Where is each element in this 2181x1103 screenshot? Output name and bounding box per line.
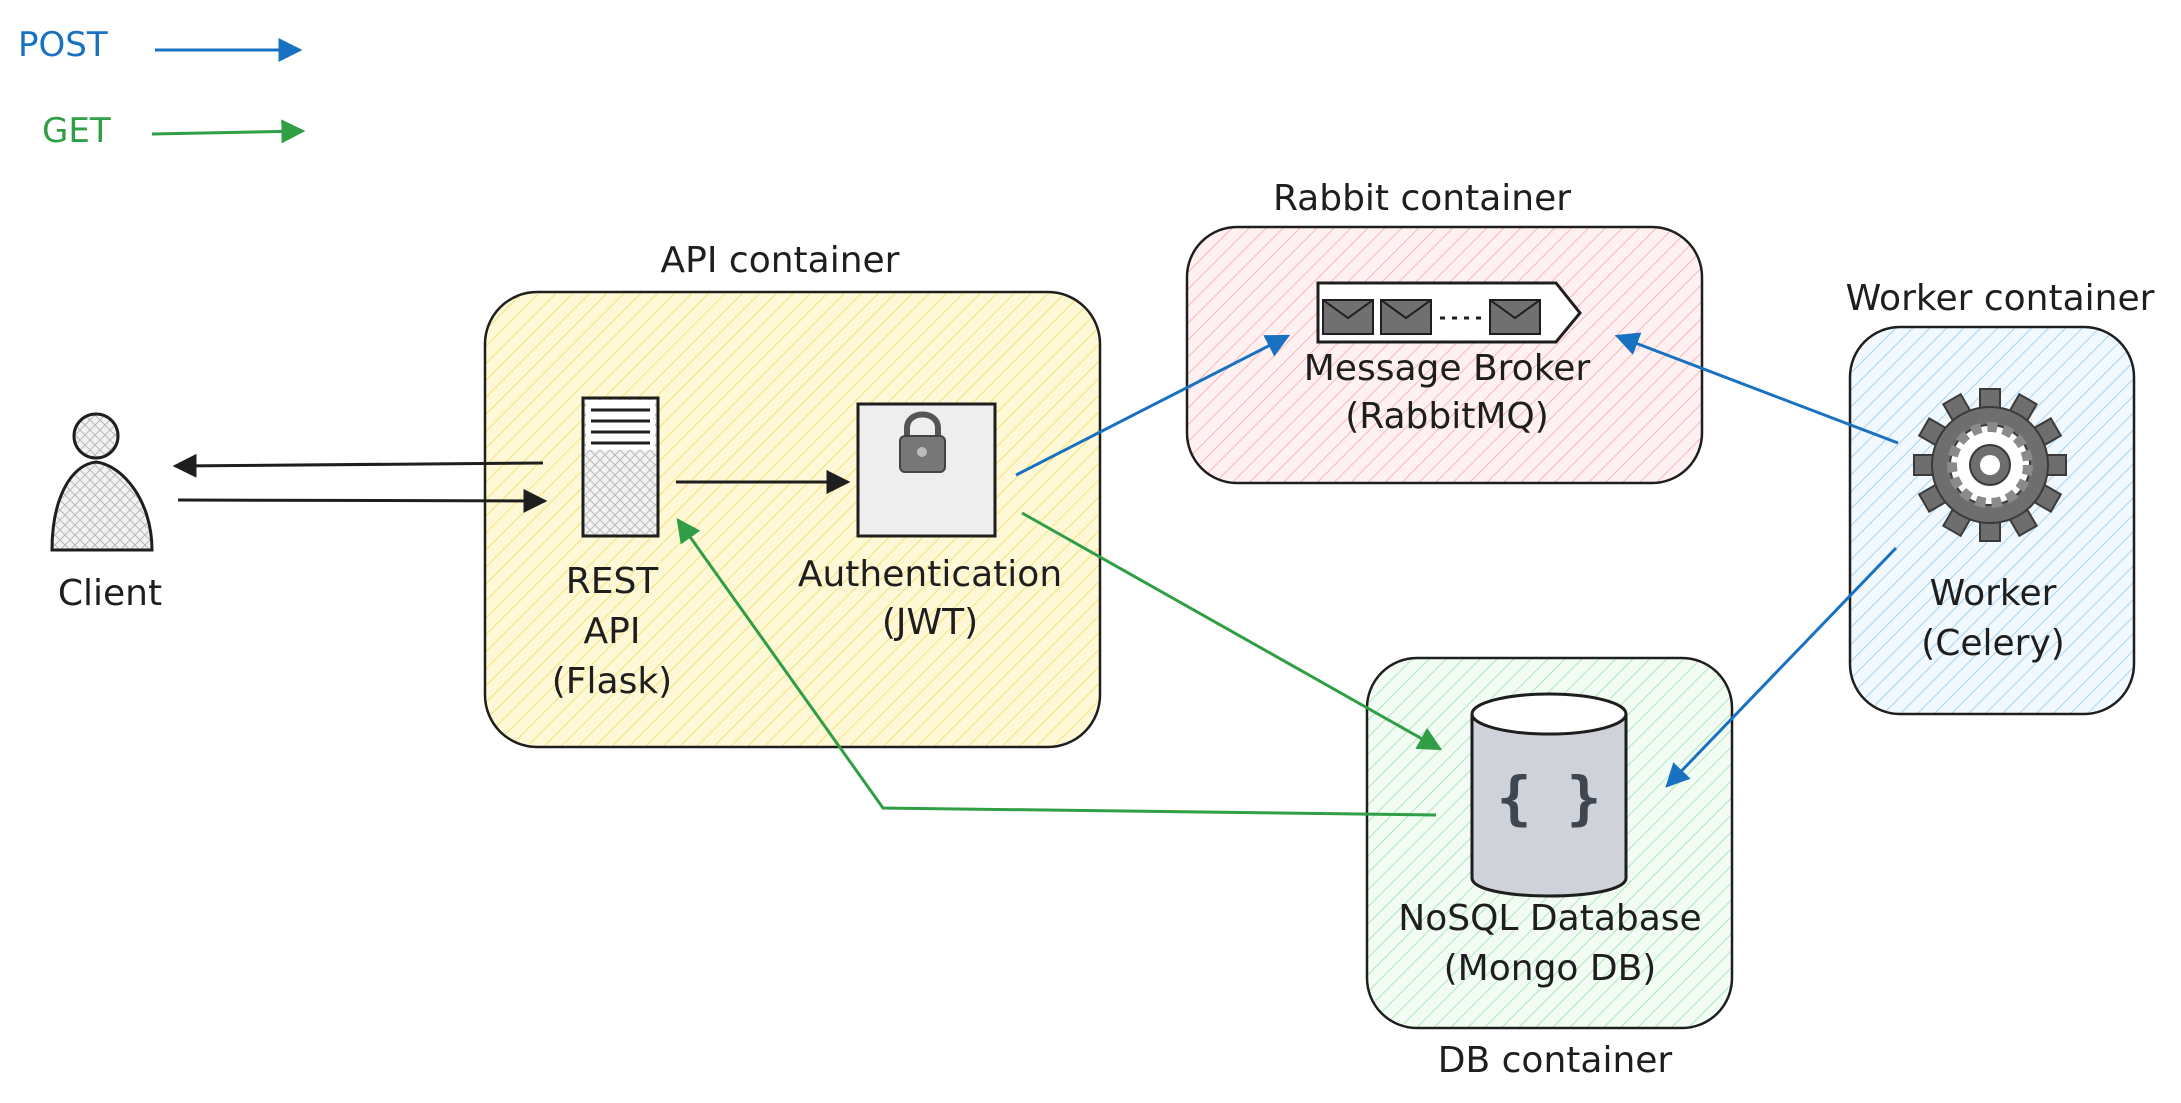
legend-get-label: GET [42,111,111,151]
worker-container-title: Worker container [1846,278,2155,319]
arrows [172,332,1899,817]
database-node: { } NoSQL Database (Mongo DB) [1398,692,1702,989]
auth-label-1: Authentication [798,554,1062,595]
client-node: Client [50,412,162,614]
broker-label-2: (RabbitMQ) [1345,396,1549,437]
legend: POST GET [18,25,306,151]
database-label-2: (Mongo DB) [1444,948,1657,989]
broker-node: Message Broker (RabbitMQ) [1304,281,1591,437]
rabbit-container: Rabbit container [1185,178,1704,485]
rest-api-label-1: REST [566,561,660,602]
legend-post-label: POST [18,25,108,65]
rest-api-label-2: API [584,611,641,652]
user-icon [50,412,154,552]
server-icon [581,396,660,538]
arrow-worker-to-broker-post [1614,332,1899,445]
auth-node: Authentication (JWT) [798,402,1062,643]
lock-icon [899,411,946,473]
worker-label-1: Worker [1930,573,2057,614]
api-container-title: API container [661,240,900,281]
arrow-worker-to-db-post [1665,546,1898,788]
database-label-1: NoSQL Database [1398,898,1701,939]
rest-api-node: REST API (Flask) [552,396,672,702]
database-icon: { } [1470,692,1628,898]
database-braces: { } [1497,764,1602,832]
rabbit-container-title: Rabbit container [1273,178,1571,219]
worker-label-2: (Celery) [1921,623,2065,664]
arrow-client-to-api [177,488,548,513]
arrow-auth-to-db-get [1021,511,1443,751]
legend-get-arrow [151,119,306,144]
rest-api-label-3: (Flask) [552,661,672,702]
message-queue-icon [1316,281,1582,344]
arrow-db-to-api-get [676,518,1437,817]
gear-icon [1913,388,2067,542]
db-container-title: DB container [1438,1040,1673,1081]
auth-label-2: (JWT) [882,602,978,643]
worker-node: Worker (Celery) [1913,388,2067,664]
arrow-auth-to-broker-post [1015,334,1291,477]
client-label: Client [58,573,162,614]
broker-label-1: Message Broker [1304,348,1591,389]
arrow-api-to-client [172,453,544,478]
